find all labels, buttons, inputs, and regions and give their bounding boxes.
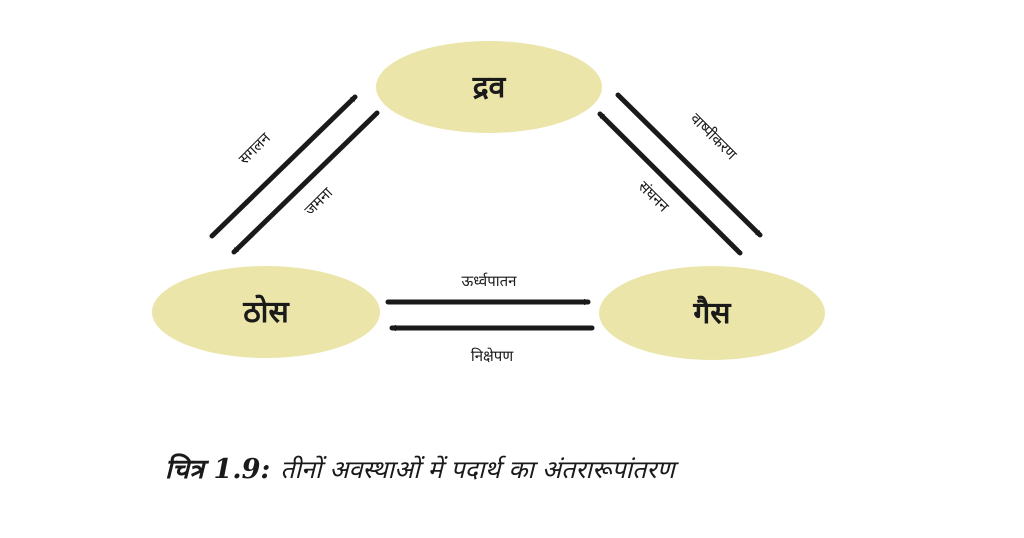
caption-label: चित्र 1.9:: [165, 453, 270, 485]
caption-text: तीनों अवस्थाओं में पदार्थ का अंतरारूपांत…: [280, 455, 679, 484]
node-gas-label: गैस: [692, 295, 732, 331]
figure-caption: चित्र 1.9: तीनों अवस्थाओं में पदार्थ का अ…: [165, 453, 680, 485]
arrow-freezing: [231, 110, 380, 255]
node-gas: गैस: [599, 266, 825, 360]
node-liquid: द्रव: [376, 41, 602, 133]
arrow-melting: [209, 94, 358, 239]
node-liquid-label: द्रव: [472, 70, 507, 105]
label-vaporization: वाष्पीकरण: [687, 110, 742, 165]
arrow-condensation: [597, 111, 743, 256]
node-solid-label: ठोस: [242, 294, 290, 330]
arrow-vaporization: [615, 92, 763, 238]
label-freezing: जमना: [301, 183, 337, 219]
label-melting: सगलन: [235, 129, 274, 168]
label-deposition: निक्षेपण: [471, 347, 514, 365]
label-sublimation: ऊर्ध्वपातन: [461, 272, 517, 290]
node-solid: ठोस: [152, 266, 380, 358]
